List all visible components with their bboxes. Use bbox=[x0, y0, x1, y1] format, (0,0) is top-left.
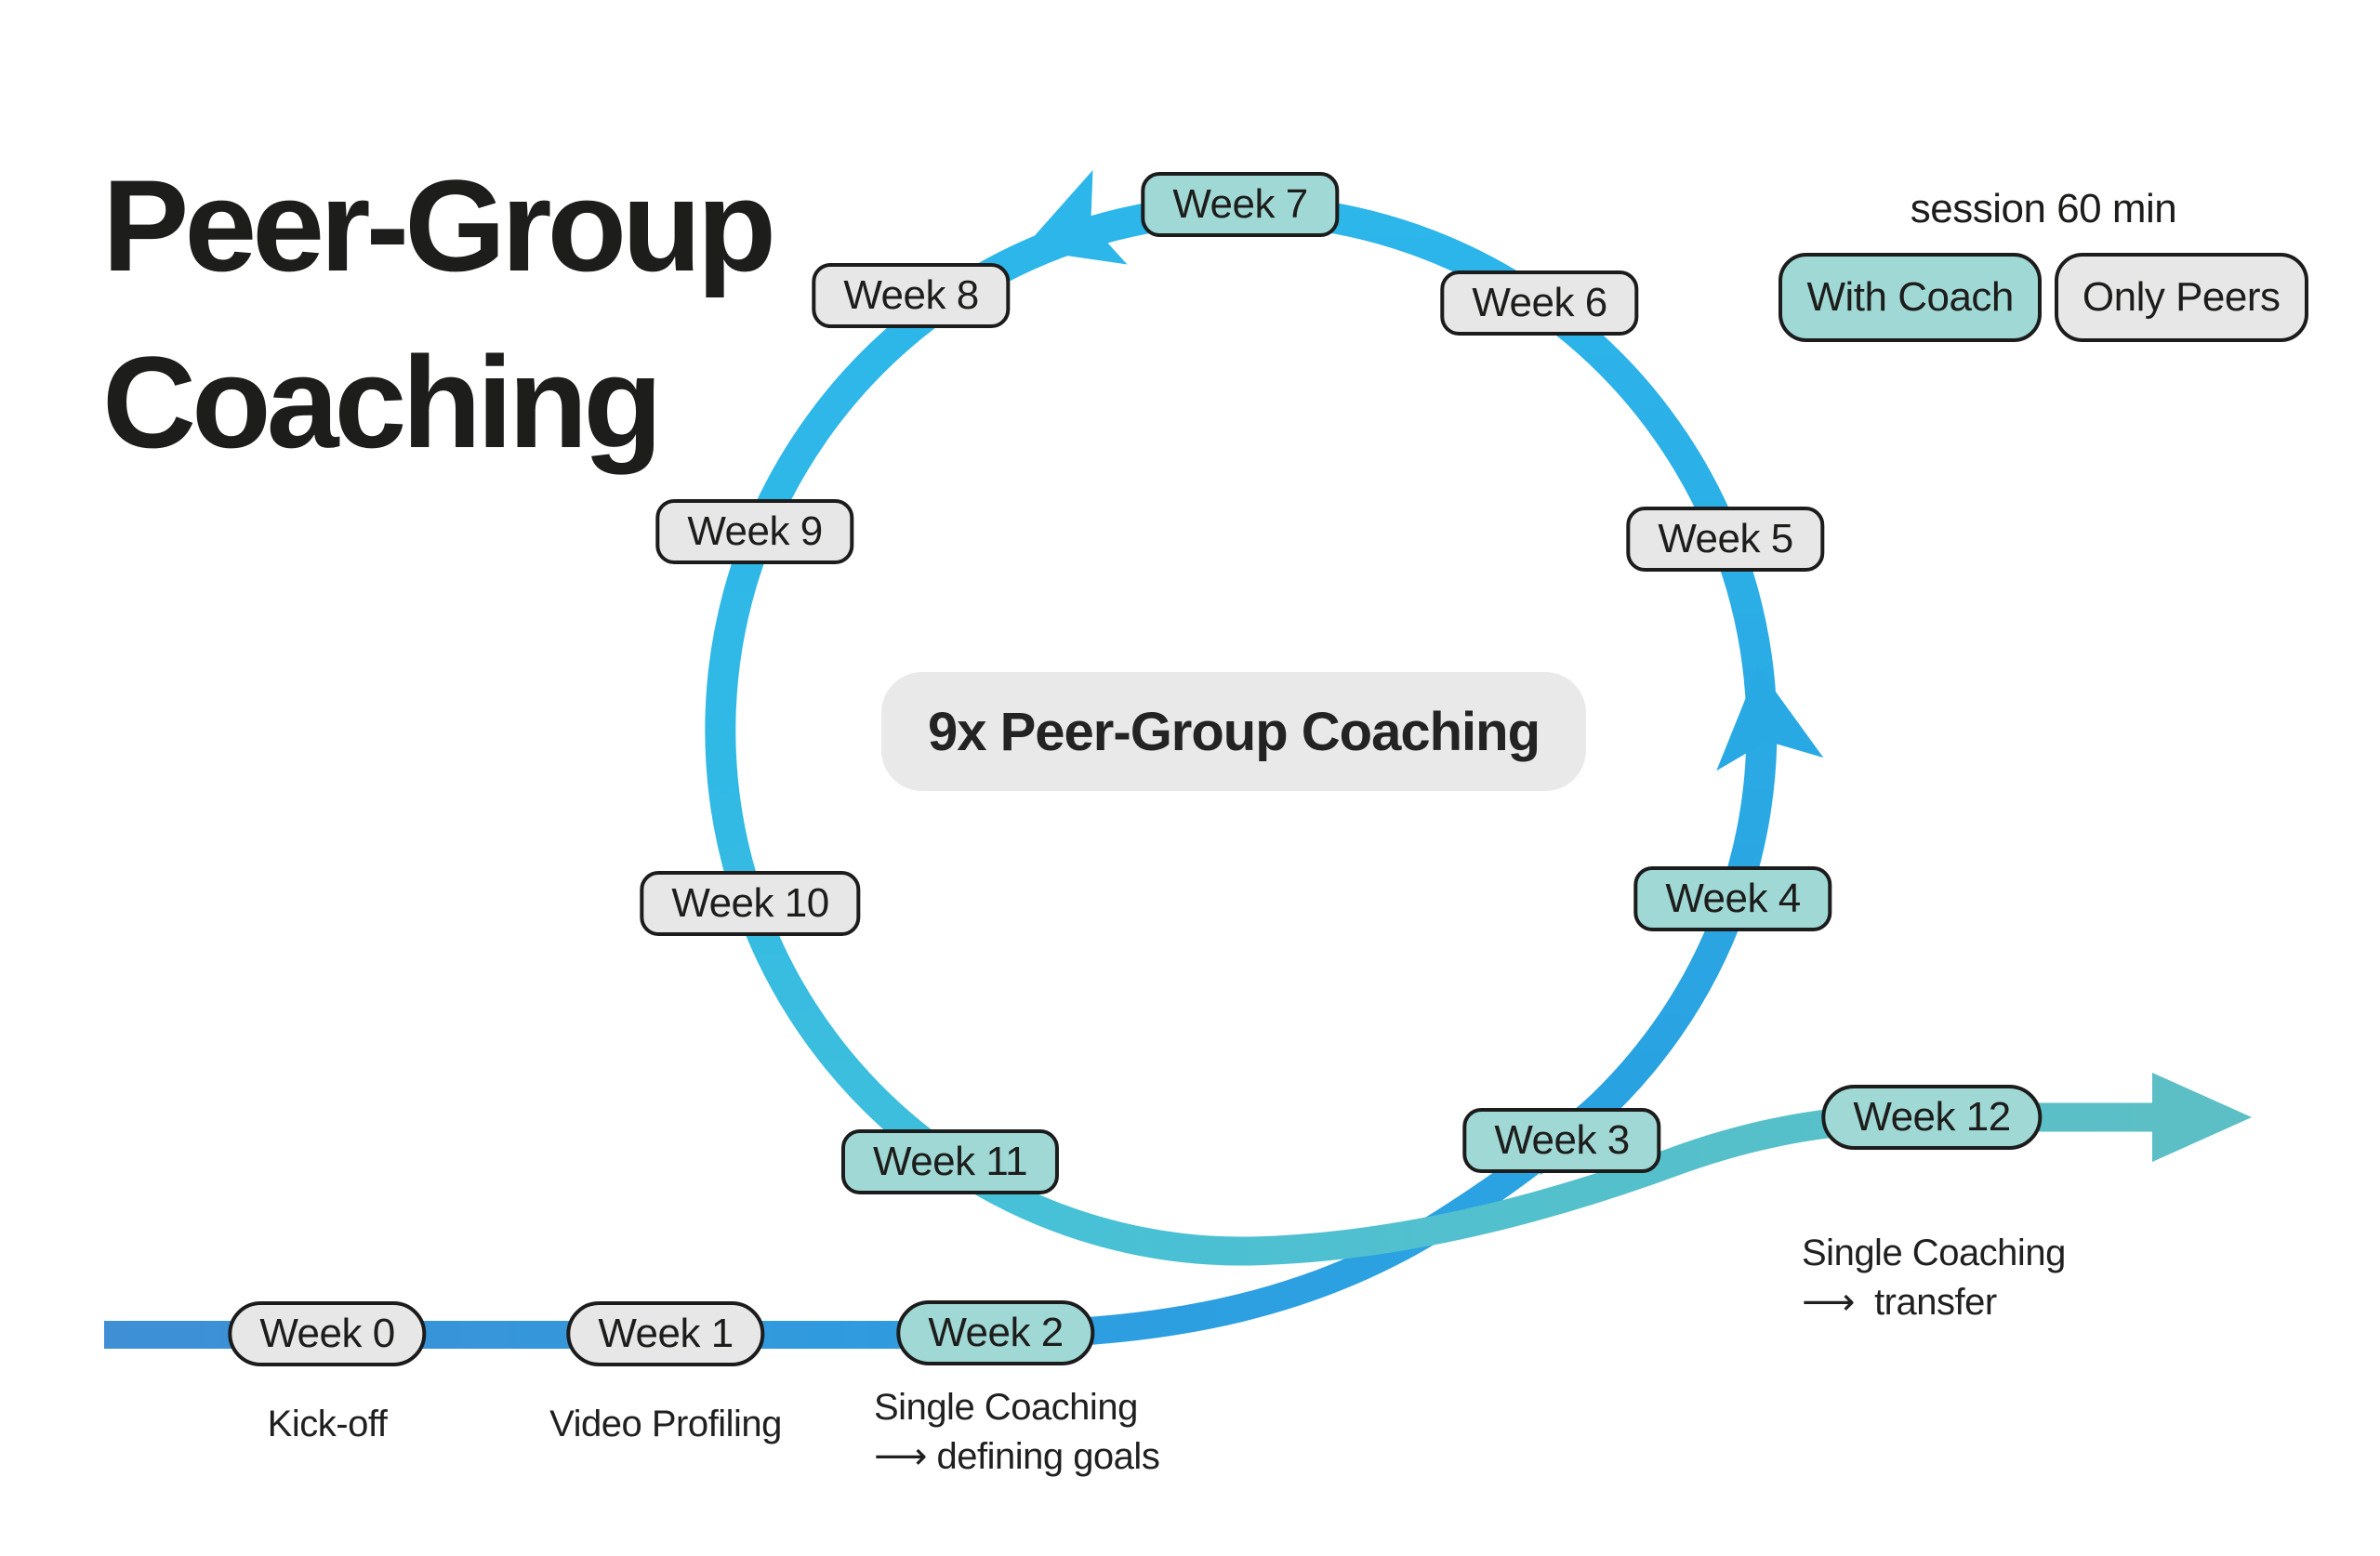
node-week-10: Week 10 bbox=[640, 871, 861, 936]
node-week-4: Week 4 bbox=[1633, 866, 1832, 931]
week-12-note: Single Coaching ⟶ transfer bbox=[1802, 1233, 2066, 1323]
node-week-6: Week 6 bbox=[1440, 270, 1639, 336]
legend-caption: session 60 min bbox=[1910, 186, 2177, 231]
loop-right-arc bbox=[1258, 194, 1778, 1175]
node-week-1: Week 1 bbox=[566, 1301, 765, 1366]
node-week-5: Week 5 bbox=[1626, 507, 1825, 572]
loop-arrow-top-icon bbox=[1023, 170, 1128, 265]
legend: session 60 min With Coach Only Peers bbox=[1778, 186, 2308, 342]
loop-arrow-right-icon bbox=[1716, 667, 1824, 771]
week-2-note: Single Coaching ⟶ defining goals bbox=[874, 1387, 1160, 1477]
node-week-2: Week 2 bbox=[896, 1300, 1095, 1365]
node-week-9: Week 9 bbox=[655, 499, 854, 564]
legend-pills: With Coach Only Peers bbox=[1778, 253, 2308, 342]
page-title: Peer-Group Coaching bbox=[102, 138, 776, 491]
node-week-7: Week 7 bbox=[1141, 172, 1340, 237]
node-week-11: Week 11 bbox=[840, 1129, 1060, 1194]
node-week-0: Week 0 bbox=[228, 1301, 427, 1366]
node-week-12: Week 12 bbox=[1821, 1085, 2043, 1150]
center-label: 9x Peer-Group Coaching bbox=[880, 672, 1587, 791]
kick-off-note: Kick-off bbox=[267, 1404, 388, 1444]
legend-with-coach: With Coach bbox=[1778, 253, 2042, 342]
page-title-line1: Peer-Group bbox=[102, 152, 776, 298]
video-profiling-note: Video Profiling bbox=[549, 1404, 782, 1444]
node-week-3: Week 3 bbox=[1462, 1108, 1661, 1173]
node-week-8: Week 8 bbox=[812, 263, 1011, 328]
exit-arrowhead-icon bbox=[2152, 1073, 2252, 1162]
page-title-line2: Coaching bbox=[102, 329, 663, 475]
legend-only-peers: Only Peers bbox=[2054, 253, 2308, 342]
